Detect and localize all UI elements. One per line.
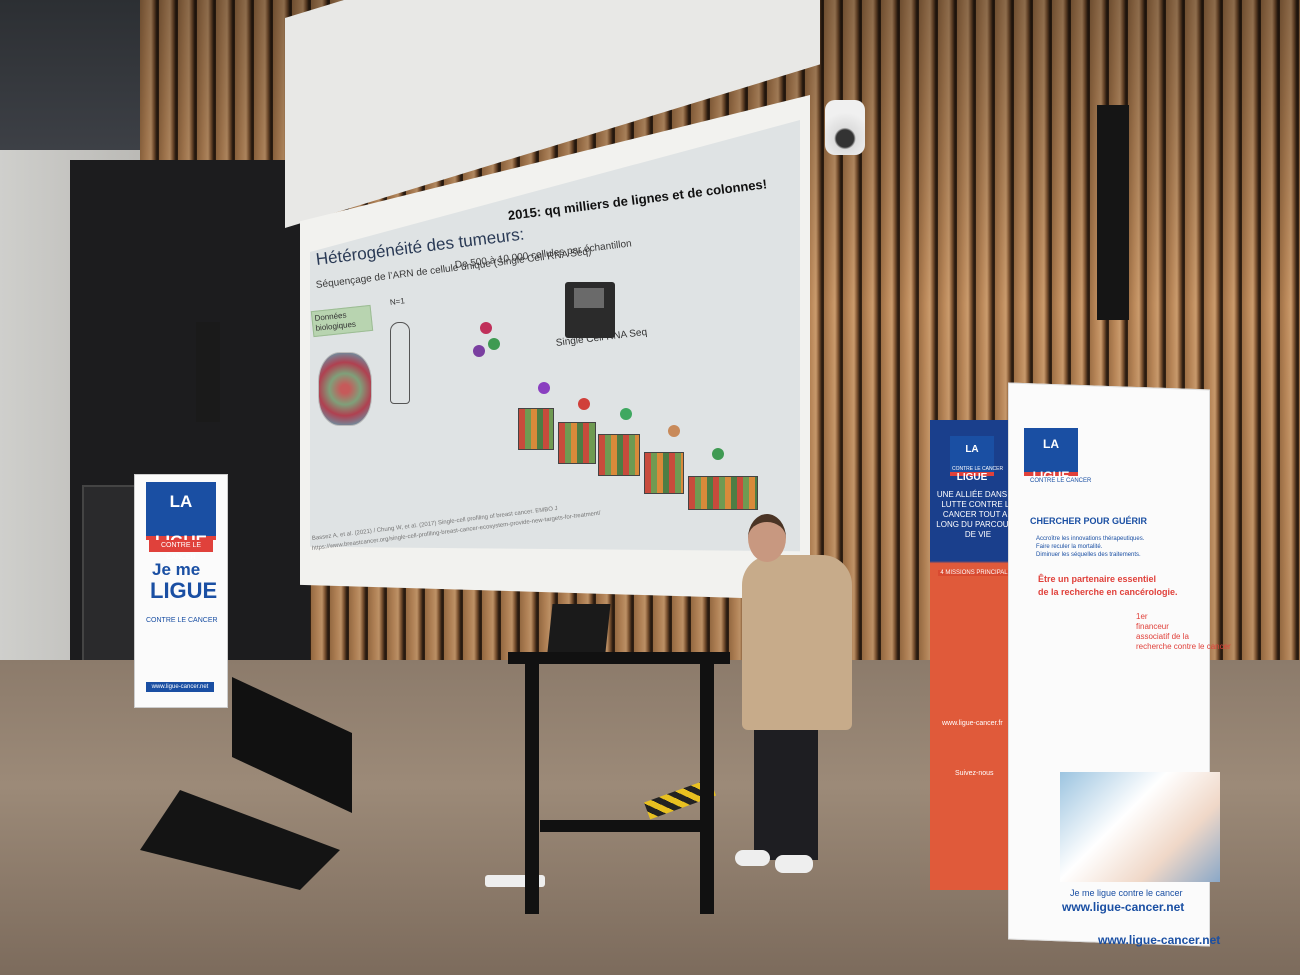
- ligue-logo-sub: CONTRE LE CANCER: [952, 466, 1004, 472]
- banner-right-line: Faire reculer la mortalité.: [1036, 544, 1103, 550]
- banner-middle-text: UNE ALLIÉE DANS LA LUTTE CONTRE LE CANCE…: [936, 490, 1020, 539]
- speaker-right: [1097, 105, 1129, 320]
- human-figure-icon: [390, 322, 410, 404]
- cell-icon: [668, 425, 680, 437]
- heatmap-block: [598, 434, 640, 476]
- banner-right-line: Accroître les innovations thérapeutiques…: [1036, 536, 1145, 542]
- banner-middle-follow: Suivez-nous: [955, 770, 994, 777]
- banner-left-sub: CONTRE LE CANCER: [146, 617, 218, 624]
- banner-right-slogan: Je me ligue contre le cancer: [1070, 888, 1183, 898]
- ligue-logo-sub: CONTRE LE CANCER: [1030, 478, 1092, 484]
- ligue-logo: LA LIGUE: [1024, 428, 1078, 483]
- cell-icon: [473, 345, 485, 357]
- security-camera-icon: [825, 100, 865, 155]
- banner-right-url: www.ligue-cancer.net: [1062, 900, 1185, 914]
- table-leg: [525, 664, 539, 914]
- cell-icon: [620, 408, 632, 420]
- banner-right-heading: CHERCHER POUR GUÉRIR: [1030, 516, 1148, 526]
- banner-right-photo: [1060, 772, 1220, 882]
- cell-icon: [488, 338, 500, 350]
- tumor-image-icon: [318, 352, 372, 426]
- banner-right-partner: Être un partenaire essentiel: [1038, 574, 1157, 584]
- banner-right-first: 1er: [1136, 612, 1148, 621]
- heatmap-block: [518, 408, 554, 450]
- slide-n-label: N=1: [389, 296, 406, 307]
- heatmap-block: [558, 422, 596, 464]
- speaker-head: [748, 514, 786, 562]
- banner-left-tagline-1: Je me: [152, 560, 201, 579]
- exit-door: [82, 485, 144, 674]
- banner-right-first: recherche contre le cancer: [1136, 642, 1231, 651]
- banner-middle-missions: 4 MISSIONS PRINCIPALES: [938, 570, 1018, 576]
- heatmap-block: [644, 452, 684, 494]
- table-leg: [700, 664, 714, 914]
- laptop-icon: [547, 604, 611, 652]
- speaker-shoe: [775, 855, 813, 873]
- banner-middle-url: www.ligue-cancer.fr: [942, 720, 1003, 727]
- ligue-logo: LA LIGUE: [146, 482, 216, 551]
- banner-right-url-2: www.ligue-cancer.net: [1098, 933, 1221, 947]
- banner-right-first: associatif de la: [1136, 632, 1189, 641]
- banner-right-line: Diminuer les séquelles des traitements.: [1036, 552, 1141, 558]
- speaker-legs: [754, 725, 818, 860]
- heatmap-block: [688, 476, 758, 510]
- ligue-logo: LA LIGUE: [950, 436, 994, 483]
- lectern-table: [508, 652, 730, 664]
- speaker-person: [742, 555, 852, 730]
- ligue-logo-sub: CONTRE LE CANCER: [149, 540, 213, 561]
- speaker-left: [196, 322, 220, 422]
- table-crossbar: [540, 820, 700, 832]
- banner-right-first: financeur: [1136, 622, 1169, 631]
- banner-left-tagline-2: LIGUE: [150, 578, 218, 603]
- cell-icon: [538, 382, 550, 394]
- banner-left-url: www.ligue-cancer.net: [146, 682, 214, 692]
- cell-icon: [480, 322, 492, 334]
- cell-icon: [712, 448, 724, 460]
- sequencer-screen: [574, 288, 604, 308]
- speaker-shoe: [735, 850, 770, 866]
- banner-right-partner: de la recherche en cancérologie.: [1038, 587, 1178, 597]
- cell-icon: [578, 398, 590, 410]
